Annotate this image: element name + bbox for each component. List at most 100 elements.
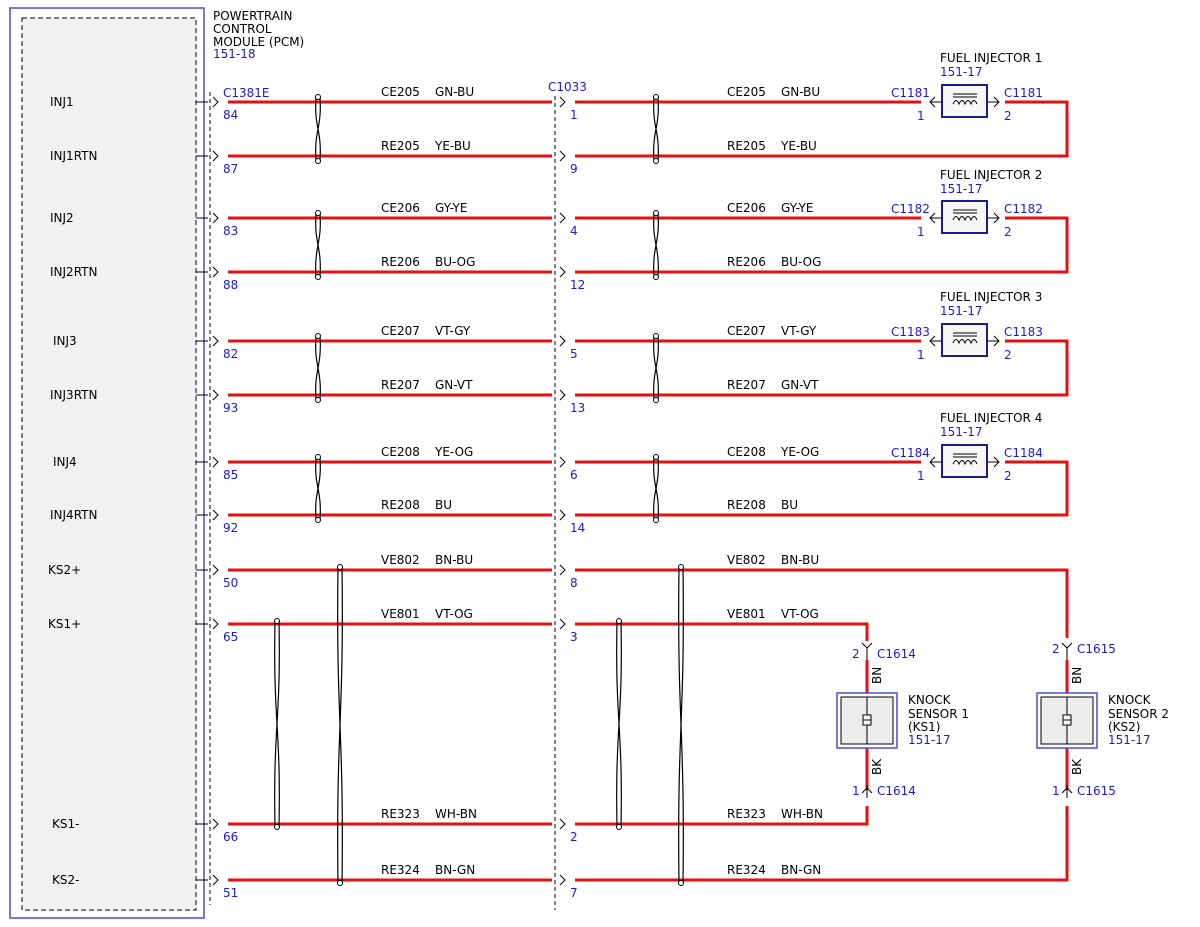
twist-end-bottom <box>274 824 280 830</box>
twist-strand-b <box>653 456 659 521</box>
pcm-pin-arrow <box>212 389 219 401</box>
inline-pin-number: 3 <box>570 630 578 644</box>
wire-segment-right <box>575 622 869 641</box>
pcm-pin-label: KS2- <box>52 873 79 887</box>
pcm-pin-label: INJ4 <box>53 455 77 469</box>
twisted-pair-mark <box>315 210 321 280</box>
wire-color-left: VT-GY <box>435 324 471 338</box>
circuit-id-right: CE205 <box>727 85 766 99</box>
circuit-id-left: VE802 <box>381 553 420 567</box>
wire-color-right: YE-OG <box>780 445 819 459</box>
pcm-pin-number: 66 <box>223 830 238 844</box>
injector-title: FUEL INJECTOR 4 <box>940 411 1042 425</box>
twisted-pair-marks <box>274 94 684 886</box>
wire-color-left: BU-OG <box>435 255 475 269</box>
inline-pin-arrow <box>559 150 566 162</box>
injector-connector-out: C1181 <box>1004 86 1043 100</box>
inline-pin-arrow <box>559 509 566 521</box>
injector-body <box>941 84 988 118</box>
wire-color-right: VT-OG <box>781 607 819 621</box>
injector-arrow-out <box>993 335 1000 347</box>
twist-end-bottom <box>315 517 321 523</box>
injector-pin-out: 2 <box>1004 109 1012 123</box>
circuit-id-right: RE205 <box>727 139 766 153</box>
pcm-pin-arrow <box>212 456 219 468</box>
wire-color-left: BN-GN <box>435 863 475 877</box>
pcm-pin-number: 82 <box>223 347 238 361</box>
twisted-pair-mark <box>616 618 622 830</box>
wire-color-right: YE-BU <box>780 139 817 153</box>
injector-connector-out: C1182 <box>1004 202 1043 216</box>
wire-color-right: BN-GN <box>781 863 821 877</box>
pcm-pin-label: INJ1RTN <box>50 149 97 163</box>
pcm-title-line-2: CONTROL <box>213 22 272 36</box>
pcm-pin-arrow <box>212 150 219 162</box>
circuit-id-right: RE207 <box>727 378 766 392</box>
injector-connector-out: C1184 <box>1004 446 1043 460</box>
twist-end-bottom <box>653 517 659 523</box>
inline-pin-arrow <box>559 335 566 347</box>
sensor-title-line-1: KNOCK <box>1108 693 1152 707</box>
coil-icon <box>952 100 978 106</box>
pcm-pin-arrow <box>212 509 219 521</box>
twist-end-bottom <box>653 158 659 164</box>
inline-pin-arrow <box>559 266 566 278</box>
sensor-wire-bottom-color: BK <box>870 758 884 775</box>
pcm-pin-label: INJ2RTN <box>50 265 97 279</box>
twist-strand-b <box>274 620 280 828</box>
inline-pin-number: 9 <box>570 162 578 176</box>
circuit-id-left: CE208 <box>381 445 420 459</box>
circuit-id-right: RE208 <box>727 498 766 512</box>
wire-segment-right <box>575 568 1069 638</box>
twist-strand-b <box>315 456 321 521</box>
circuit-id-right: CE206 <box>727 201 766 215</box>
circuit-id-right: RE206 <box>727 255 766 269</box>
pcm-pin-arrow <box>212 818 219 830</box>
twist-strand-b <box>653 335 659 401</box>
circuit-id-left: RE207 <box>381 378 420 392</box>
pcm-pin-label: KS1+ <box>48 617 81 631</box>
injector-connector-out: C1183 <box>1004 325 1043 339</box>
pcm-pin-arrow <box>212 212 219 224</box>
sensor-ref: 151-17 <box>1108 733 1151 747</box>
injector-body <box>941 444 988 478</box>
sensor-pin-bottom: 1 <box>1052 784 1060 798</box>
inline-pin-arrow <box>559 874 566 886</box>
twist-end-top <box>678 564 684 570</box>
twisted-pair-mark <box>653 333 659 403</box>
inline-pin-number: 6 <box>570 468 578 482</box>
twist-strand-b <box>678 566 684 884</box>
sensor-connector-bottom: C1615 <box>1077 784 1116 798</box>
pcm-pin-number: 88 <box>223 278 238 292</box>
injector-ref: 151-17 <box>940 425 983 439</box>
wire-color-right: BN-BU <box>781 553 819 567</box>
circuit-id-right: VE802 <box>727 553 766 567</box>
twisted-pair-mark <box>653 210 659 280</box>
wire-segment-right <box>575 806 869 826</box>
inline-pin-arrow <box>559 818 566 830</box>
inline-pin-number: 12 <box>570 278 585 292</box>
inline-pin-number: 8 <box>570 576 578 590</box>
circuit-id-left: RE205 <box>381 139 420 153</box>
injector-pin-in: 1 <box>917 469 925 483</box>
wire-segment-right <box>575 339 1069 397</box>
sensor-bottom-arrow <box>861 787 873 794</box>
injector-ref: 151-17 <box>940 182 983 196</box>
pcm-pin-number: 84 <box>223 108 238 122</box>
pcm-module: POWERTRAIN CONTROL MODULE (PCM) 151-18 C… <box>9 7 304 919</box>
pcm-title-line-1: POWERTRAIN <box>213 9 293 23</box>
twist-end-bottom <box>315 158 321 164</box>
pcm-inner-box <box>21 17 197 911</box>
twist-end-top <box>653 333 659 339</box>
twist-end-top <box>315 454 321 460</box>
